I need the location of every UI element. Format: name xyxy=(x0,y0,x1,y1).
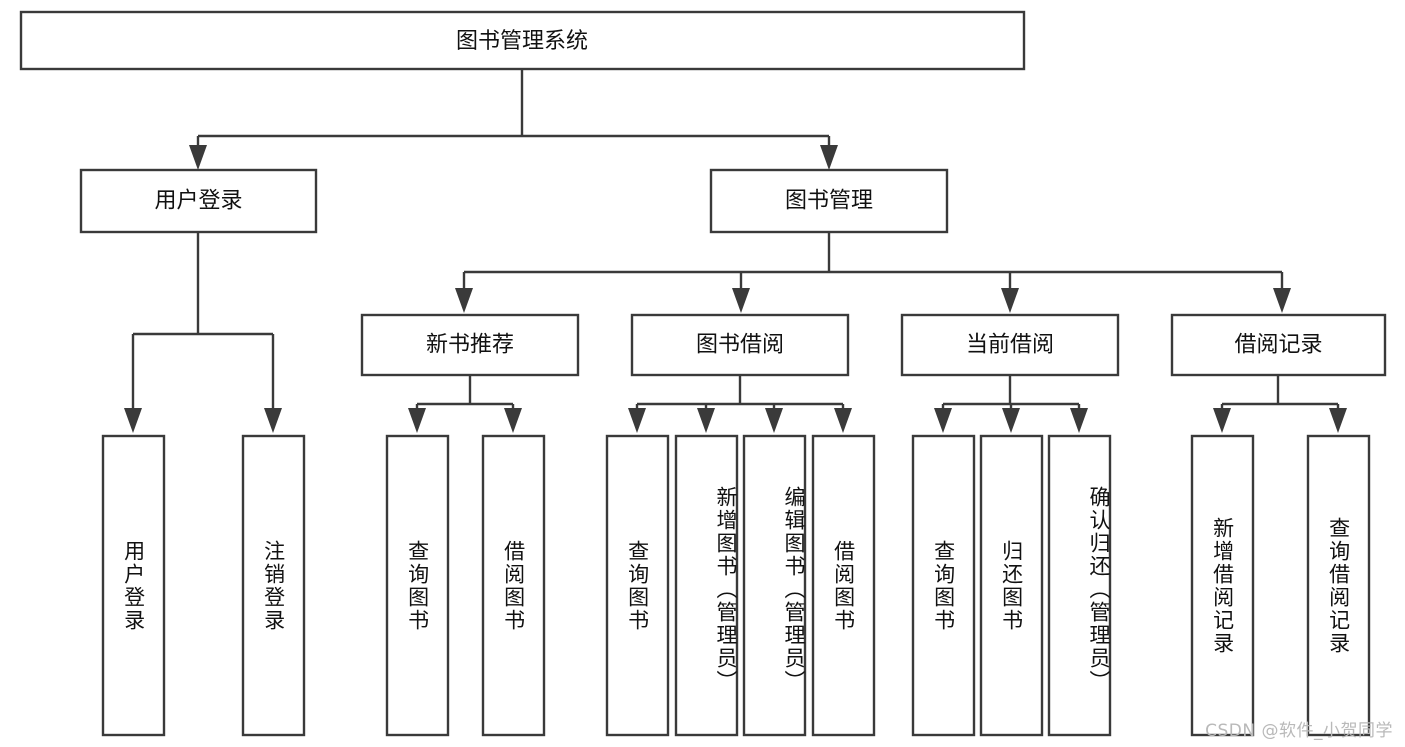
arrow-record-leaf1 xyxy=(1213,408,1231,433)
node-user-login-label: 用户登录 xyxy=(154,189,242,214)
leaf-box-borrow-book-1[interactable] xyxy=(481,434,546,737)
arrow-user-login-leaf2 xyxy=(264,408,282,433)
arrow-root-to-book-manage xyxy=(820,145,838,170)
leaf-box-add-record[interactable] xyxy=(1190,434,1255,737)
node-root-label: 图书管理系统 xyxy=(456,29,588,54)
node-new-book-recommend[interactable]: 新书推荐 xyxy=(360,313,580,377)
node-user-login[interactable]: 用户登录 xyxy=(79,168,318,234)
leaf-box-user-login[interactable] xyxy=(101,434,166,737)
leaf-box-edit-book[interactable] xyxy=(742,434,807,737)
arrow-bm-to-recommend xyxy=(455,288,473,313)
arrow-bm-to-borrow xyxy=(732,288,750,313)
arrow-borrow-leaf4 xyxy=(834,408,852,433)
node-book-borrow-label: 图书借阅 xyxy=(696,333,784,358)
arrow-record-leaf2 xyxy=(1329,408,1347,433)
arrow-borrow-leaf1 xyxy=(628,408,646,433)
arrow-recommend-leaf1 xyxy=(408,408,426,433)
node-root[interactable]: 图书管理系统 xyxy=(19,10,1026,71)
leaf-box-borrow-book-2[interactable] xyxy=(811,434,876,737)
node-root-box xyxy=(19,10,1026,71)
node-current-borrow[interactable]: 当前借阅 xyxy=(900,313,1120,377)
arrow-current-leaf2 xyxy=(1002,408,1020,433)
arrow-borrow-leaf3 xyxy=(765,408,783,433)
leaf-box-query-book-2[interactable] xyxy=(605,434,670,737)
leaf-box-query-book-1[interactable] xyxy=(385,434,450,737)
leaf-box-user-logout[interactable] xyxy=(241,434,306,737)
leaf-box-return-book[interactable] xyxy=(979,434,1044,737)
node-borrow-record[interactable]: 借阅记录 xyxy=(1170,313,1387,377)
node-book-manage[interactable]: 图书管理 xyxy=(709,168,949,234)
node-new-book-recommend-label: 新书推荐 xyxy=(426,333,514,358)
node-book-manage-label: 图书管理 xyxy=(785,189,873,214)
node-book-manage-box xyxy=(709,168,949,234)
node-current-borrow-label: 当前借阅 xyxy=(966,333,1054,358)
arrow-root-to-user-login xyxy=(189,145,207,170)
node-book-borrow-box xyxy=(630,313,850,377)
node-book-borrow[interactable]: 图书借阅 xyxy=(630,313,850,377)
node-borrow-record-box xyxy=(1170,313,1387,377)
leaf-box-query-book-3[interactable] xyxy=(911,434,976,737)
arrow-recommend-leaf2 xyxy=(504,408,522,433)
arrow-current-leaf1 xyxy=(934,408,952,433)
arrow-bm-to-record xyxy=(1273,288,1291,313)
arrow-borrow-leaf2 xyxy=(697,408,715,433)
leaf-box-confirm-return[interactable] xyxy=(1047,434,1112,737)
leaf-box-add-book[interactable] xyxy=(674,434,739,737)
watermark-text: CSDN @软件_小贺同学 xyxy=(1205,721,1393,741)
node-borrow-record-label: 借阅记录 xyxy=(1234,333,1322,358)
node-new-book-recommend-box xyxy=(360,313,580,377)
leaf-box-query-record[interactable] xyxy=(1306,434,1371,737)
arrow-user-login-leaf1 xyxy=(124,408,142,433)
arrow-bm-to-current xyxy=(1001,288,1019,313)
node-current-borrow-box xyxy=(900,313,1120,377)
arrow-current-leaf3 xyxy=(1070,408,1088,433)
